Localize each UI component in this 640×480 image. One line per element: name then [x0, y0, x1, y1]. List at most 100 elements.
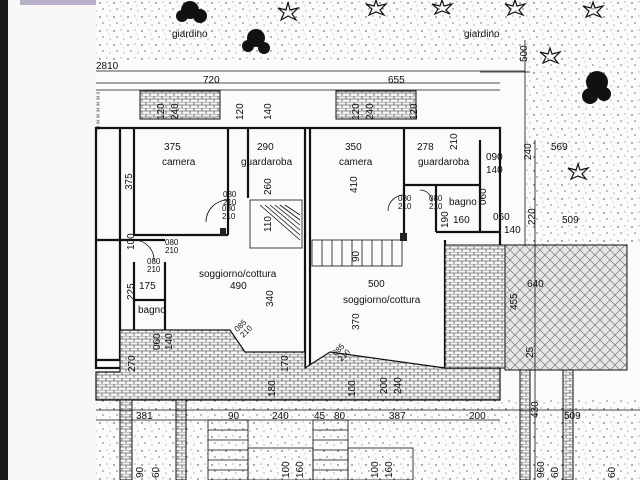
room-label-bagno-right: bagno: [449, 197, 477, 208]
dimension-60-c: 60: [607, 466, 618, 478]
dimension-220: 220: [527, 208, 538, 225]
dimension-120-c: 120: [351, 103, 362, 120]
dimension-640: 640: [527, 279, 544, 290]
dimension-110: 110: [263, 216, 274, 232]
dimension-490: 490: [230, 281, 247, 292]
dimension-120-b: 120: [235, 103, 246, 120]
dimension-381: 381: [136, 411, 153, 422]
room-label-bagno-left: bagno: [138, 305, 166, 316]
dimension-387: 387: [389, 411, 406, 422]
dimension-160-b: 160: [295, 461, 306, 478]
door-dimension-f: 080 210: [147, 257, 161, 274]
dimension-370: 370: [351, 313, 362, 330]
dimension-655: 655: [388, 75, 405, 86]
scan-tab: [20, 0, 145, 5]
dimension-100-b: 100: [347, 380, 358, 397]
dimension-120-a: 120: [156, 103, 167, 120]
balcony-right: [335, 90, 417, 120]
dimension-240-d: 240: [393, 377, 404, 394]
dimension-100-d: 100: [370, 461, 381, 478]
dimension-090: 090: [486, 152, 503, 163]
door-dimension-c: 080 210: [398, 194, 412, 211]
dimension-240-e: 240: [272, 411, 289, 422]
dimension-225: 225: [126, 283, 137, 300]
dimension-500-top: 500: [519, 45, 530, 62]
top-dimension-lines: [96, 70, 530, 91]
door-dimension-b: 080 210: [222, 204, 236, 221]
dimension-60-b: 60: [550, 466, 561, 478]
dimension-2810: 2810: [96, 61, 119, 72]
dimension-80: 80: [334, 411, 346, 422]
door-swings: [133, 189, 433, 261]
dimension-100-c: 100: [281, 461, 292, 478]
scan-edge: [0, 0, 8, 480]
dimension-240-b: 240: [365, 103, 376, 120]
dimension-175: 175: [139, 281, 156, 292]
room-label-camera-right: camera: [339, 157, 373, 168]
dimension-140-a: 140: [263, 103, 274, 120]
dimension-060-c: 060: [152, 333, 163, 350]
dimension-90: 90: [351, 250, 362, 262]
dimension-278: 278: [417, 142, 434, 153]
dimension-509-b: 509: [564, 411, 581, 422]
garden-label-right: giardino: [464, 29, 500, 40]
dimension-720: 720: [203, 75, 220, 86]
door-dimension-e: 080 210: [165, 238, 179, 255]
dimension-960: 960: [536, 461, 547, 478]
dimension-200-b: 200: [469, 411, 486, 422]
dimension-100-a: 100: [126, 233, 137, 250]
room-label-guardaroba-left: guardaroba: [241, 157, 293, 168]
dimension-455: 455: [509, 293, 520, 310]
dimension-140-c: 140: [504, 225, 521, 236]
right-dimension-lines: [524, 40, 536, 480]
dimension-90-c: 90: [135, 466, 146, 478]
garden-label-left: giardino: [172, 29, 208, 40]
dimension-290: 290: [257, 142, 274, 153]
dimension-375-width: 375: [164, 142, 181, 153]
dimension-509-a: 509: [562, 215, 579, 226]
door-dimension-a: 080 210: [223, 190, 237, 207]
dimension-270: 270: [127, 355, 138, 372]
dimension-410: 410: [349, 176, 360, 193]
dimension-160-c: 160: [384, 461, 395, 478]
dimension-340: 340: [265, 290, 276, 307]
shrub-icons: [176, 1, 611, 104]
dimension-160: 160: [453, 215, 470, 226]
dimension-140-d: 140: [164, 333, 175, 350]
dimension-140-b: 140: [486, 165, 503, 176]
dimension-190: 190: [440, 211, 451, 228]
dimension-240-a: 240: [170, 103, 181, 120]
room-label-soggiorno-right: soggiorno/cottura: [343, 295, 421, 306]
star-plant-icons: [277, 0, 605, 181]
stairs-middle: [311, 239, 403, 267]
dimension-90-b: 90: [228, 411, 240, 422]
dimension-060-b: 060: [478, 188, 489, 205]
dimension-430: 430: [530, 401, 541, 418]
dimension-25: 25: [525, 346, 536, 358]
dimension-569: 569: [551, 142, 568, 153]
dimension-60-a: 60: [151, 466, 162, 478]
room-label-camera-left: camera: [162, 157, 196, 168]
dimension-260: 260: [263, 178, 274, 195]
bottom-dimension-lines: [96, 409, 640, 421]
door-dimension-d: 080 210: [429, 194, 443, 211]
room-label-soggiorno-left: soggiorno/cottura: [199, 269, 277, 280]
dimension-500: 500: [368, 279, 385, 290]
dimension-45: 45: [314, 411, 326, 422]
stairs-upper: [249, 199, 303, 249]
garden-area-bottom: [96, 400, 640, 480]
dimension-170: 170: [280, 355, 291, 372]
garden-area-right: [525, 60, 640, 245]
dimension-350: 350: [345, 142, 362, 153]
dimension-375-height: 375: [124, 173, 135, 190]
dimension-210-a: 210: [449, 133, 460, 150]
dimension-120-d: 120: [409, 103, 420, 120]
dimension-200-a: 200: [379, 377, 390, 394]
side-terrace: [444, 244, 506, 369]
dimension-180: 180: [267, 380, 278, 397]
room-label-guardaroba-right: guardaroba: [418, 157, 470, 168]
dimension-060-a: 060: [493, 212, 510, 223]
patio-herringbone: [504, 244, 628, 371]
